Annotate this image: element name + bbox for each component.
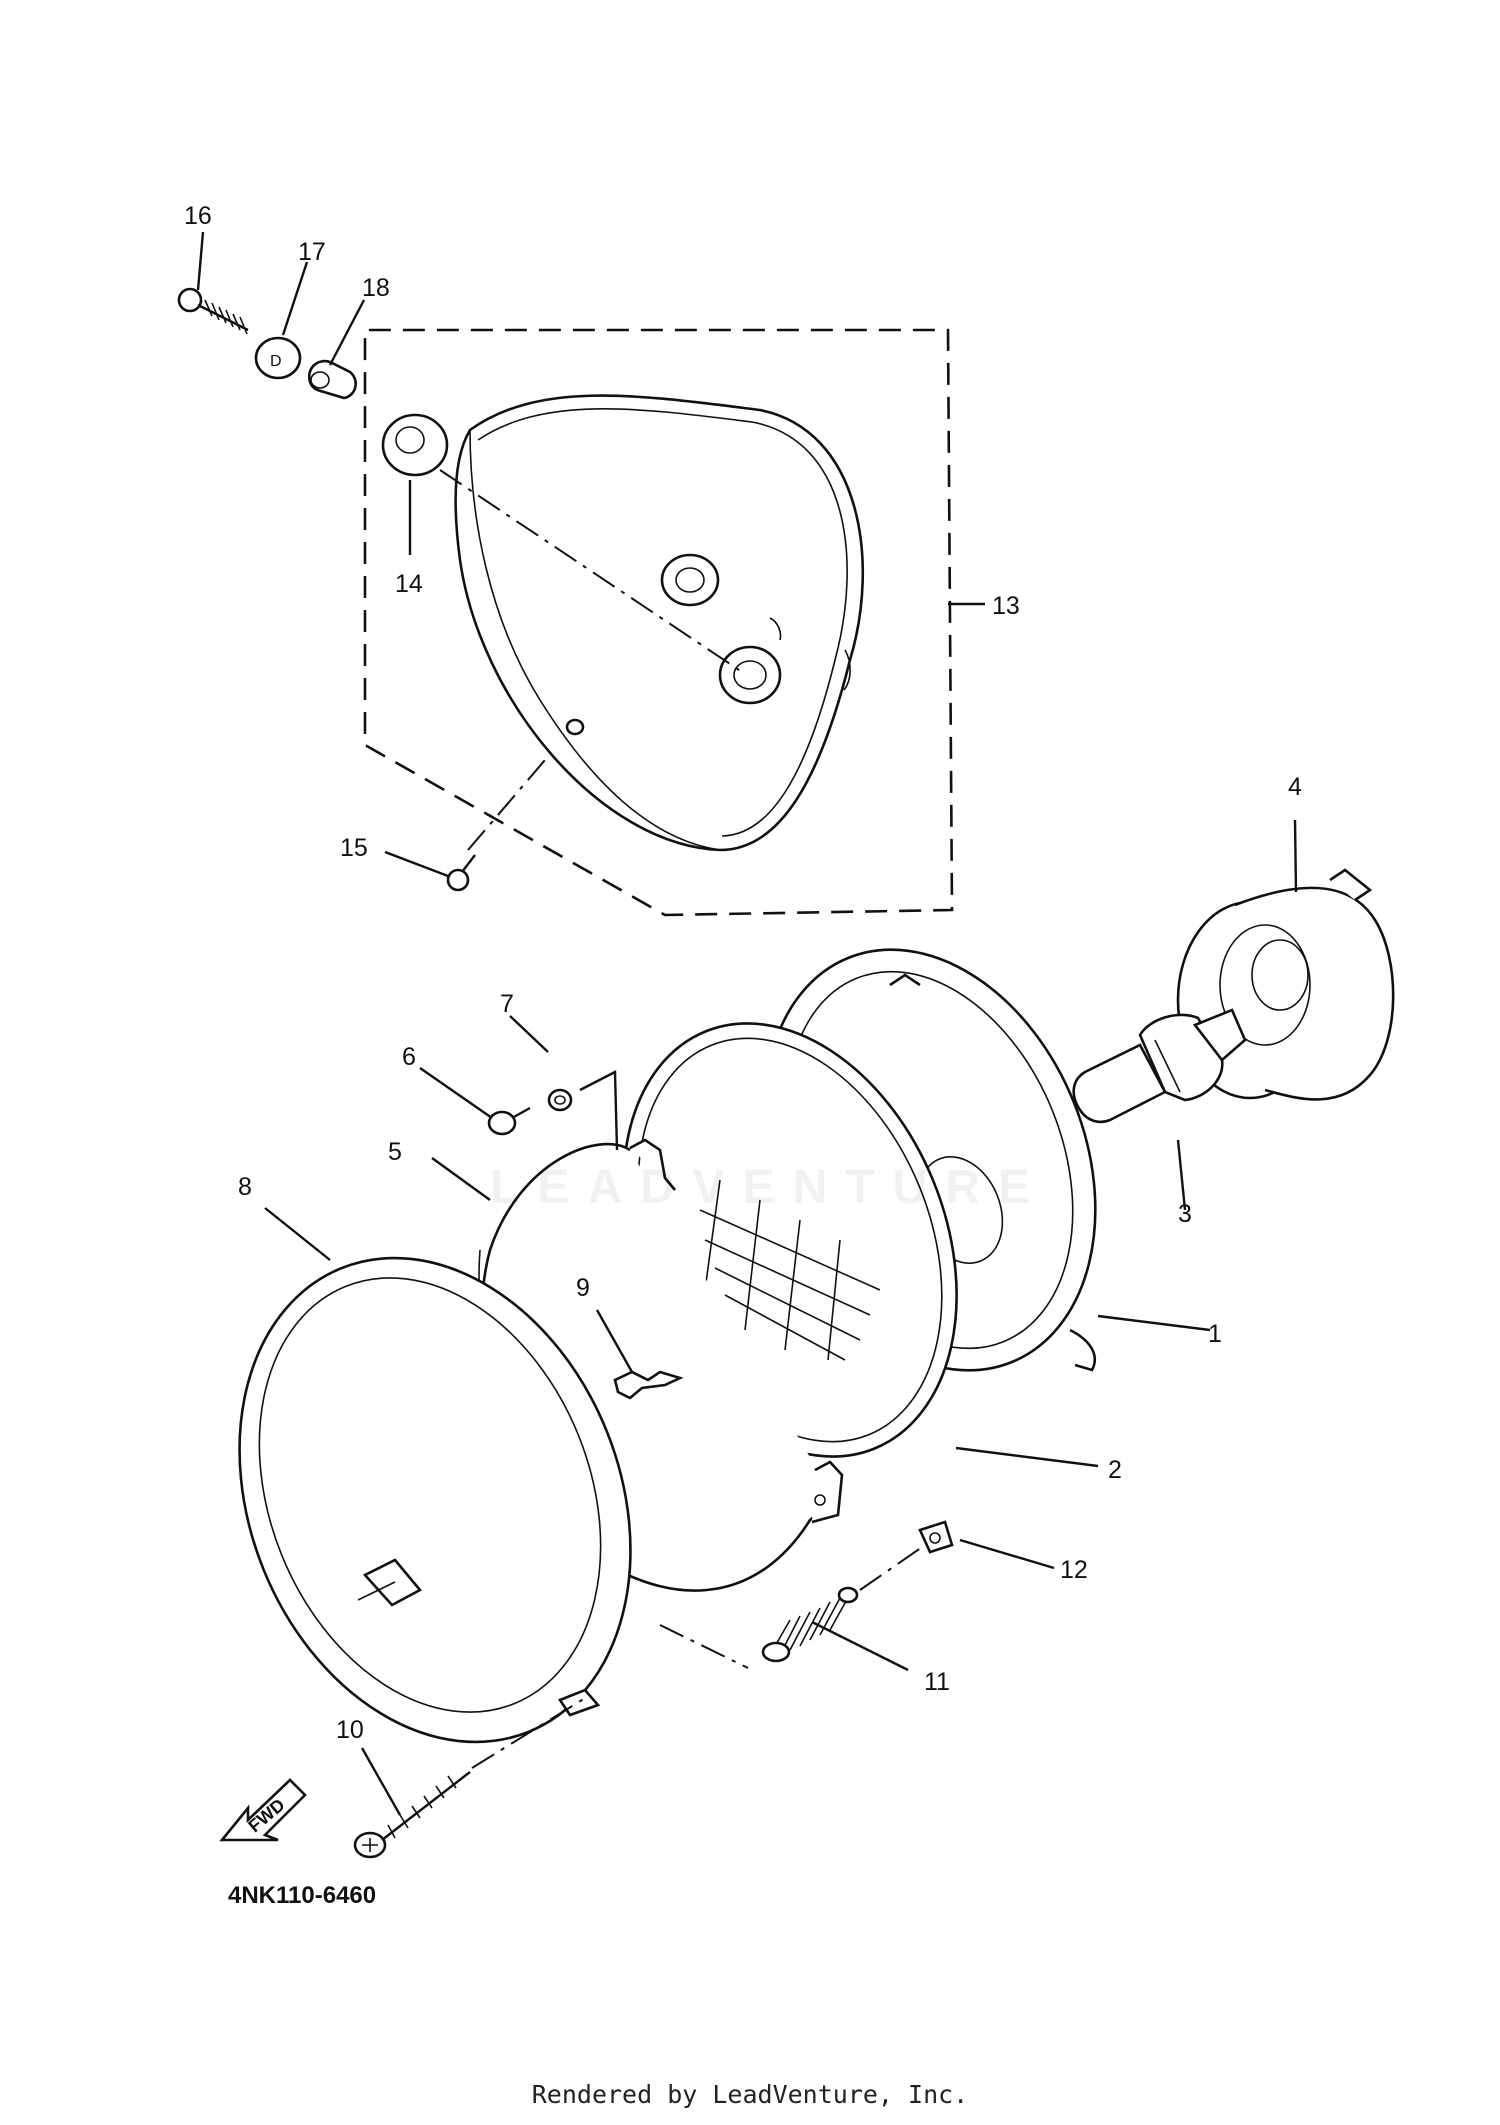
screw-6 [487,1106,531,1136]
callout-11: 11 [924,1668,950,1696]
nut-7 [547,1088,573,1112]
guide-line-screw-10 [471,1694,591,1769]
guide-line-grommet [439,469,743,673]
washer-17: D [254,336,302,380]
callout-6: 6 [402,1043,416,1071]
callout-16: 16 [184,202,212,230]
collar-18 [307,359,357,400]
headlight-housing [454,394,865,852]
screw-10 [353,1771,471,1859]
guide-line-spring [659,1624,749,1669]
callout-labels: 1 2 3 4 5 6 7 8 9 10 11 12 13 14 15 16 1… [184,202,1302,1744]
nut-12 [918,1520,954,1554]
callout-1: 1 [1208,1320,1222,1348]
bulb-3 [1072,1008,1247,1124]
headlight-rim-8 [238,1256,632,1744]
callout-14: 14 [395,570,423,598]
callout-2: 2 [1108,1456,1122,1484]
callout-18: 18 [362,274,390,302]
leader-lines [196,231,1298,1816]
callout-7: 7 [500,990,514,1018]
watermark: LEADVENTURE [490,1161,1049,1214]
assembly-13-boundary [363,328,954,917]
callout-8: 8 [238,1173,252,1201]
bracket-9 [613,1370,684,1400]
callout-9: 9 [576,1274,590,1302]
callout-17: 17 [298,238,326,266]
rendered-by-footer: Rendered by LeadVenture, Inc. [531,2080,969,2109]
diagram-code: 4NK110-6460 [228,1882,377,1909]
callout-15: 15 [340,834,368,862]
callout-12: 12 [1060,1556,1088,1584]
grommet-14 [381,413,449,477]
callout-3: 3 [1178,1200,1192,1228]
callout-4: 4 [1288,773,1302,801]
guide-line-screw-15 [467,759,546,851]
svg-text:D: D [270,353,282,370]
fwd-arrow-icon: FWD [219,1778,307,1842]
spring-11 [761,1586,859,1663]
callout-5: 5 [388,1138,402,1166]
guide-line-spring-nut [859,1544,926,1591]
screw-16 [177,287,249,335]
guide-line-nut [579,1070,619,1151]
screw-15 [446,854,476,892]
callout-13: 13 [992,592,1020,620]
callout-10: 10 [336,1716,364,1744]
